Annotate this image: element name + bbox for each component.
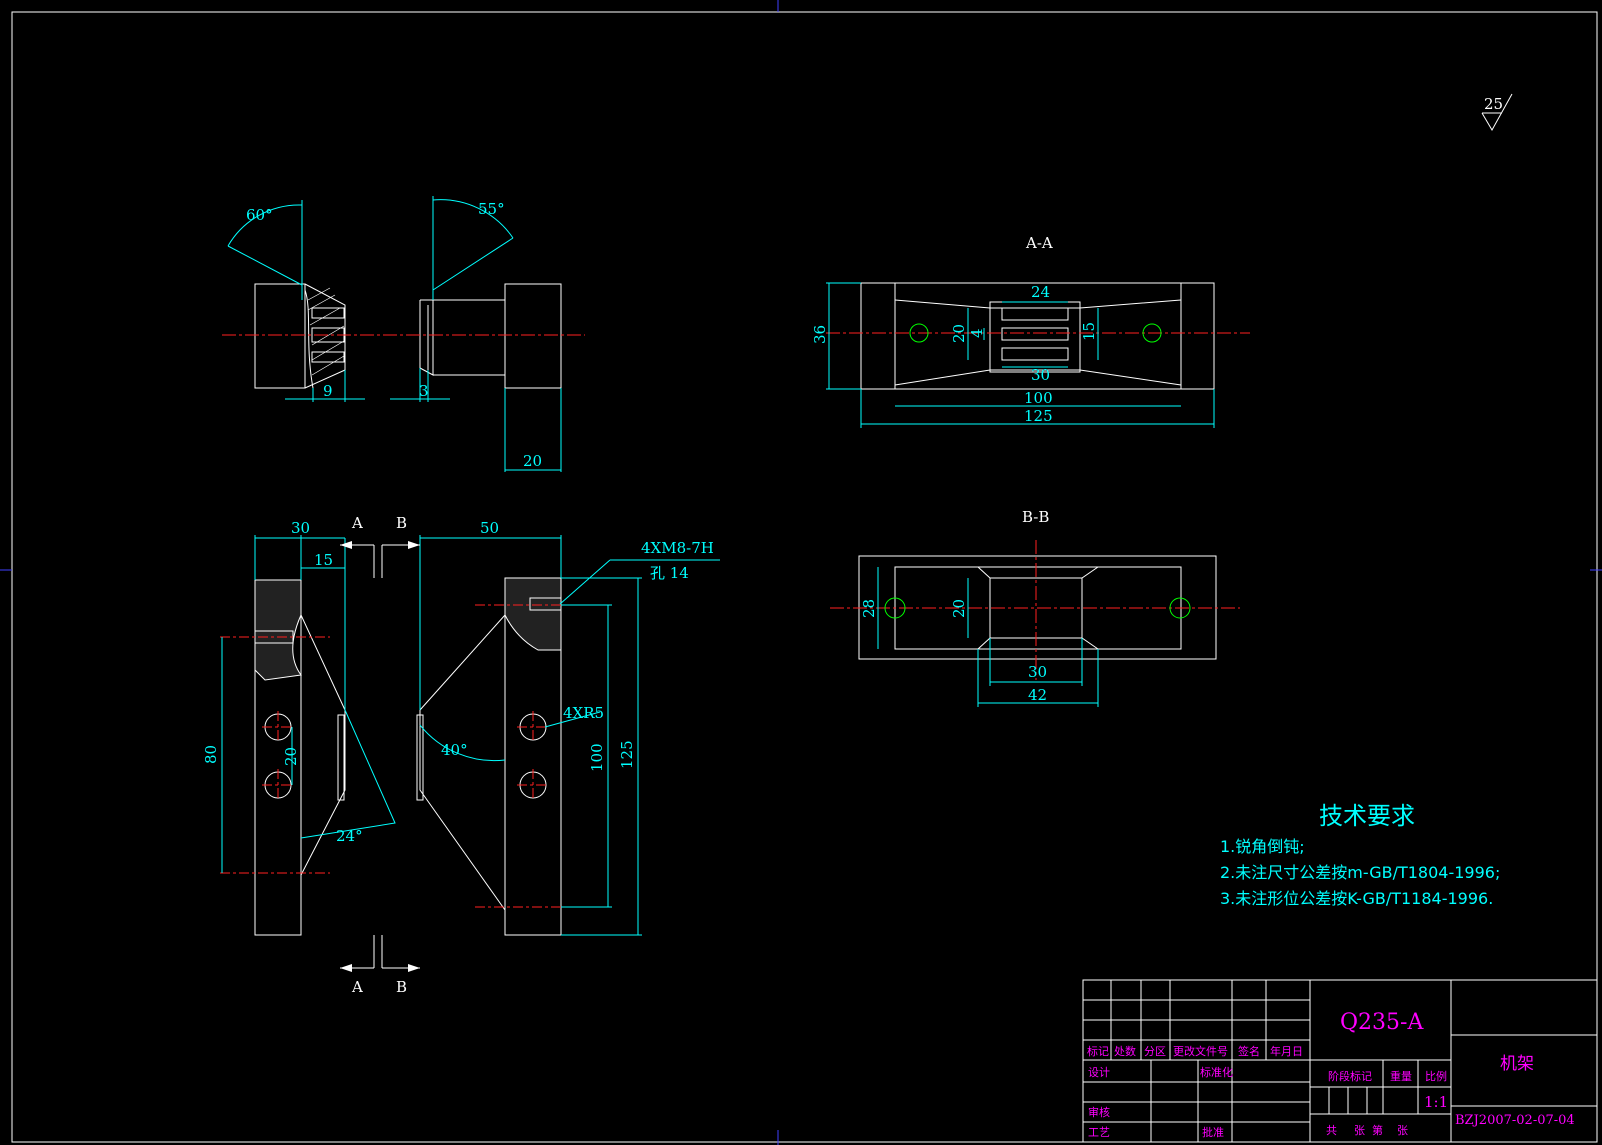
aa-dim-24: 24 — [1031, 283, 1050, 301]
bb-dim-30: 30 — [1028, 663, 1047, 681]
radius-note: 4XR5 — [563, 704, 604, 722]
dim-50-label: 50 — [480, 519, 499, 537]
section-mark-a-bottom: A — [351, 978, 363, 996]
tb-sheet-label: 张 — [1397, 1124, 1408, 1137]
tb-sheets-total: 共 — [1326, 1124, 1337, 1137]
dim-125-label: 125 — [618, 740, 636, 769]
thread-note: 4XM8-7H — [641, 539, 714, 557]
bb-dim-20: 20 — [950, 599, 968, 618]
tb-scale: 1:1 — [1424, 1093, 1448, 1111]
section-mark-b-bottom: B — [396, 978, 407, 996]
technical-requirements: 技术要求 1.锐角倒钝; 2.未注尺寸公差按m-GB/T1804-1996; 3… — [1220, 802, 1500, 908]
section-bb-title: B-B — [1022, 508, 1049, 526]
front-view: 30 15 50 80 20 100 125 40° 24° 4XM8-7H 孔… — [202, 514, 720, 996]
section-bb: B-B 28 20 30 42 — [830, 508, 1240, 707]
tb-approve: 批准 — [1202, 1125, 1224, 1139]
tb-standardization: 标准化 — [1200, 1065, 1233, 1079]
top-left-view: 60° 55° 9 3 20 — [222, 196, 585, 472]
tb-part-name: 机架 — [1500, 1054, 1534, 1074]
tb-material: Q235-A — [1340, 1010, 1424, 1035]
dim-9-label: 9 — [323, 382, 333, 400]
section-aa: A-A 24 2 — [811, 234, 1250, 428]
tb-review: 审核 — [1088, 1105, 1110, 1119]
angle-60-label: 60° — [246, 206, 273, 224]
angle-24-label: 24° — [336, 827, 363, 845]
roughness-symbol: 25 — [1481, 93, 1513, 132]
dim-3-label: 3 — [419, 382, 429, 400]
tb-process: 工艺 — [1088, 1126, 1110, 1139]
tb-header-mark: 标记 — [1087, 1044, 1109, 1058]
tb-ratio: 比例 — [1425, 1069, 1447, 1083]
dim-20-label: 20 — [523, 452, 542, 470]
dim-30-label: 30 — [291, 519, 310, 537]
bb-dim-42: 42 — [1028, 686, 1047, 704]
tech-requirements-title: 技术要求 — [1319, 802, 1415, 830]
aa-dim-100: 100 — [1024, 389, 1053, 407]
section-mark-a-top: A — [351, 514, 363, 532]
angle-40-label: 40° — [441, 741, 468, 759]
section-aa-title: A-A — [1025, 234, 1053, 252]
tb-header-sign: 签名 — [1238, 1044, 1260, 1058]
tb-header-count: 处数 — [1114, 1045, 1136, 1058]
title-block: 标记 处数 分区 更改文件号 签名 年月日 设计 标准化 审核 工艺 批准 阶段… — [1082, 979, 1598, 1143]
tb-header-change-doc: 更改文件号 — [1173, 1044, 1228, 1058]
aa-dim-4: 4 — [968, 328, 986, 338]
aa-dim-20: 20 — [950, 324, 968, 343]
tb-sheet-no: 第 — [1372, 1123, 1383, 1137]
tb-stage-mark: 阶段标记 — [1328, 1069, 1372, 1083]
section-mark-b-top: B — [396, 514, 407, 532]
tb-weight: 重量 — [1390, 1069, 1412, 1083]
tb-drawing-number: BZJ2007-02-07-04 — [1455, 1113, 1575, 1128]
tech-requirement-1: 1.锐角倒钝; — [1220, 837, 1305, 856]
bb-dim-28: 28 — [860, 599, 878, 618]
tb-design: 设计 — [1088, 1066, 1110, 1079]
dim-80-label: 80 — [202, 745, 220, 764]
tb-sheets-label: 张 — [1354, 1124, 1365, 1137]
roughness-value: 25 — [1484, 95, 1503, 113]
aa-dim-125: 125 — [1024, 407, 1053, 425]
aa-dim-36: 36 — [811, 325, 829, 344]
angle-55-label: 55° — [478, 200, 505, 218]
tech-requirement-2: 2.未注尺寸公差按m-GB/T1804-1996; — [1220, 863, 1500, 882]
tb-header-date: 年月日 — [1270, 1044, 1303, 1058]
tech-requirement-3: 3.未注形位公差按K-GB/T1184-1996. — [1220, 889, 1493, 908]
hole-depth-note: 孔 14 — [650, 564, 689, 582]
aa-dim-15: 15 — [1080, 322, 1098, 341]
tb-header-zone: 分区 — [1144, 1045, 1166, 1058]
dim-100-label: 100 — [588, 743, 606, 772]
dim-20-pitch-label: 20 — [282, 747, 300, 766]
dim-15-label: 15 — [314, 551, 333, 569]
aa-dim-30: 30 — [1031, 366, 1050, 384]
